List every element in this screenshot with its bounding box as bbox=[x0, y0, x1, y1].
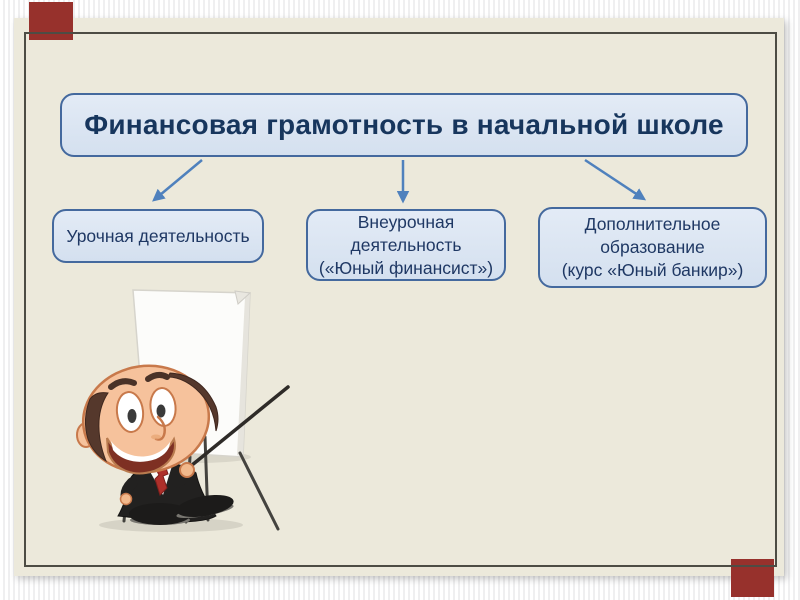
title-box-label: Финансовая грамотность в начальной школе bbox=[84, 109, 724, 140]
branch-box-lessons-label: Урочная деятельность bbox=[66, 225, 250, 246]
branch-box-lessons: Урочная деятельность bbox=[52, 209, 264, 263]
slide-frame-border bbox=[24, 32, 777, 567]
title-box: Финансовая грамотность в начальной школе bbox=[60, 93, 748, 157]
branch-box-additional-education-label: Дополнительное образование (курс «Юный б… bbox=[561, 214, 744, 280]
branch-box-extracurricular: Внеурочная деятельность («Юный финансист… bbox=[306, 209, 506, 281]
branch-box-additional-education: Дополнительное образование (курс «Юный б… bbox=[538, 207, 767, 288]
branch-box-extracurricular-label: Внеурочная деятельность («Юный финансист… bbox=[318, 211, 494, 278]
